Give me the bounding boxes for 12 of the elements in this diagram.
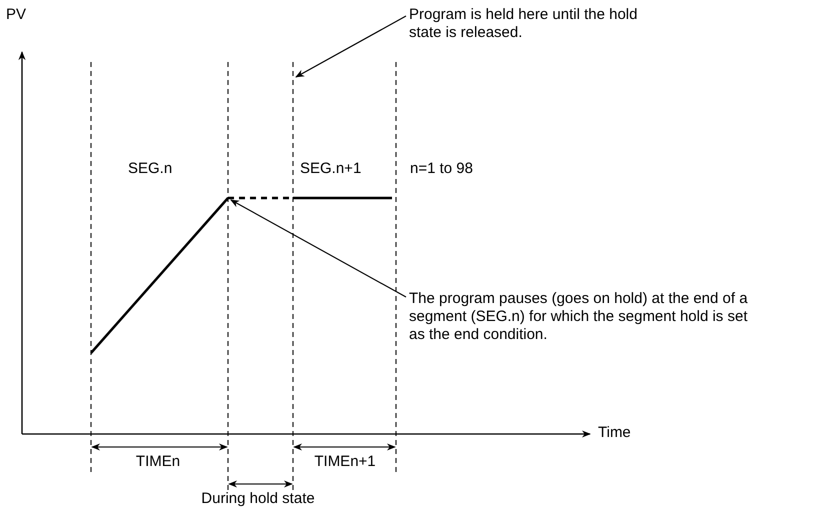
leader-line [230, 200, 406, 298]
axis-label: SEG.n [128, 160, 172, 178]
callout-text: The program pauses (goes on hold) at the end of a segment (SEG.n) for which the segment hold is set as the end condition. [409, 290, 749, 344]
axis-label: Time [598, 424, 631, 442]
leader-line [295, 16, 406, 78]
callout-text: Program is held here until the hold state is released. [409, 6, 644, 42]
axis-label: TIMEn [136, 453, 180, 471]
axis-label: SEG.n+1 [300, 160, 362, 178]
axis-label: During hold state [201, 490, 315, 508]
axis-label: PV [6, 6, 26, 24]
axis-label: n=1 to 98 [410, 160, 473, 178]
axis-label: TIMEn+1 [314, 453, 376, 471]
